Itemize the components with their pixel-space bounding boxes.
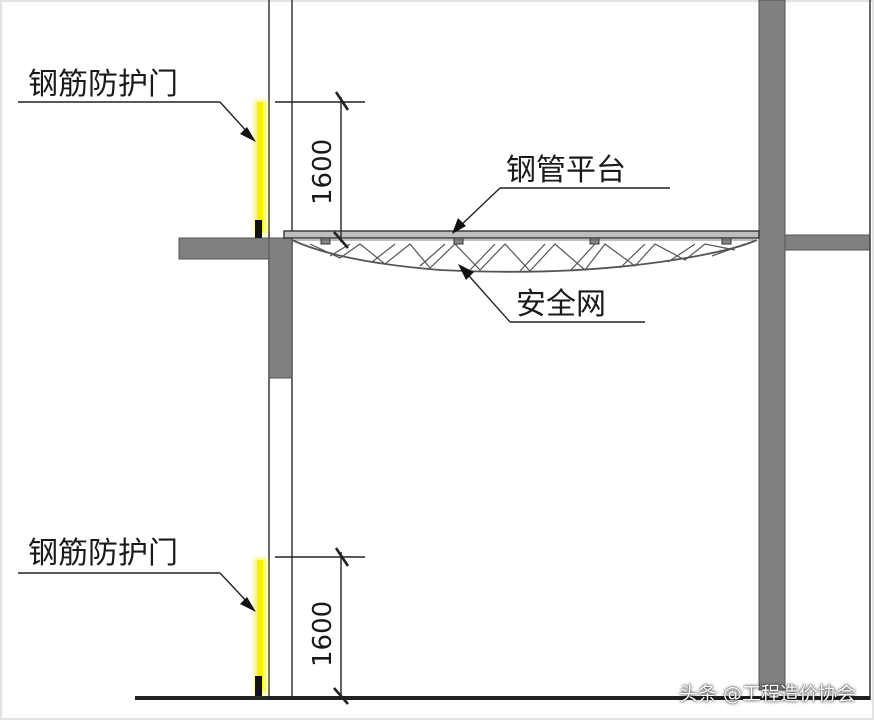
clamp <box>589 237 600 245</box>
clamp <box>453 237 464 245</box>
lower-protection-door <box>254 558 267 696</box>
platform-leader <box>457 187 670 229</box>
lower-door-label: 钢筋防护门 <box>28 536 178 571</box>
upper-door-label: 钢筋防护门 <box>28 67 178 102</box>
net-leader <box>461 267 645 323</box>
upper-door-leader <box>18 101 251 136</box>
right-slab <box>784 234 871 251</box>
right-column <box>758 0 786 691</box>
watermark: 头条 @工程造价协会 <box>678 683 856 705</box>
lower-door-leader <box>18 572 251 606</box>
net-arrow <box>458 264 474 280</box>
clamp <box>721 237 732 245</box>
upper-dimension <box>275 91 365 249</box>
upper-dimension-value: 1600 <box>308 139 338 205</box>
clamp <box>320 237 331 245</box>
platform-label: 钢管平台 <box>506 153 626 188</box>
upper-door-arrow <box>240 127 256 142</box>
pipe-platform <box>283 230 760 239</box>
lower-door-arrow <box>240 597 256 612</box>
lower-dimension-value: 1600 <box>308 601 338 667</box>
edge-beam <box>268 237 293 379</box>
net-label: 安全网 <box>516 287 606 322</box>
safety-net <box>291 239 758 273</box>
upper-protection-door <box>254 100 267 238</box>
platform-arrow <box>452 218 466 234</box>
